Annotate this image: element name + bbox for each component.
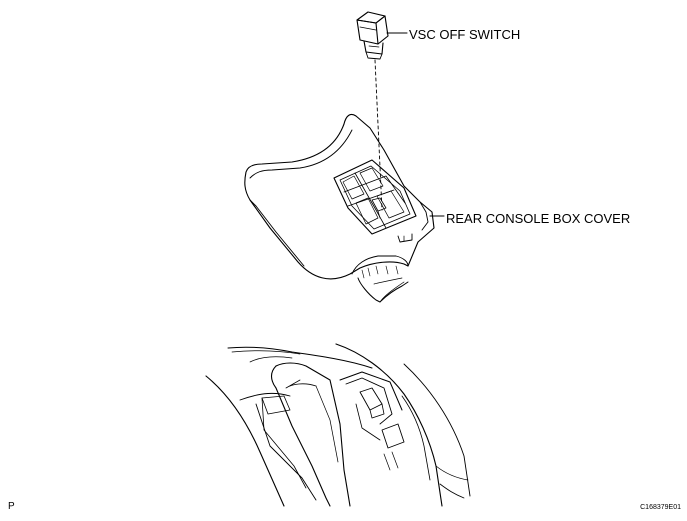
rear-console-box-cover	[244, 113, 445, 303]
figure-id: C168379E01	[640, 504, 681, 511]
installation-alignment-line	[374, 59, 383, 211]
corner-code-left: P	[8, 501, 15, 512]
vsc-off-switch	[356, 11, 408, 60]
center-console-assembly	[205, 343, 471, 507]
vsc-off-switch-label: VSC OFF SWITCH	[409, 27, 521, 42]
rear-console-box-cover-label: REAR CONSOLE BOX COVER	[446, 211, 631, 226]
